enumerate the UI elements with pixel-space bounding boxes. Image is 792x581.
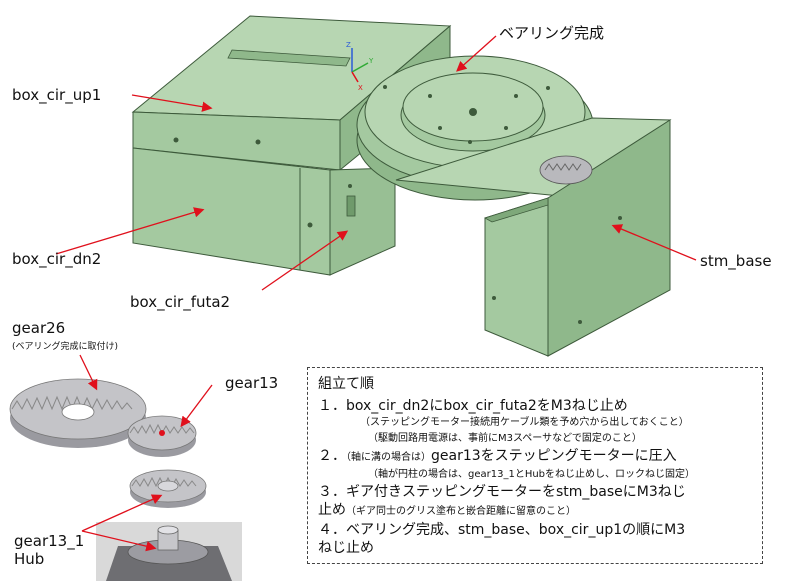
stm-base-part — [395, 117, 672, 357]
assembly-steps-box: 組立て順 １．box_cir_dn2にbox_cir_futa2をM3ねじ止め … — [307, 367, 763, 564]
step-1-note-2: （駆動回路用電源は、事前にM3スペーサなどで固定のこと） — [368, 433, 642, 444]
box-cir-up1-label: box_cir_up1 — [12, 86, 102, 104]
hub-label: Hub — [14, 550, 45, 568]
step-3-cont-text: 止め — [318, 502, 346, 518]
box-cir-dn2-label: box_cir_dn2 — [12, 250, 102, 268]
callout-arrows — [55, 35, 697, 552]
step-2-prefix: ２． — [318, 448, 346, 464]
step-2: ２．（軸に溝の場合は）gear13をステッピングモーターに圧入 — [314, 447, 756, 467]
step-3-note: （ギア同士のグリス塗布と嵌合距離に留意のこと） — [346, 506, 576, 517]
step-3: ３．ギア付きステッピングモーターをstm_baseにM3ねじ — [318, 484, 686, 500]
gear13-1-part — [129, 469, 207, 508]
axis-x-label: X — [358, 84, 363, 92]
gear26-note: (ベアリング完成に取付け) — [12, 342, 119, 352]
step-1-note-1: （ステッピングモーター接続用ケーブル類を予め穴から出しておくこと） — [360, 417, 689, 428]
gear13-label: gear13 — [225, 374, 279, 392]
step-2-main: gear13をステッピングモーターに圧入 — [431, 448, 677, 464]
gear26-part — [9, 378, 147, 448]
gear13-1-label: gear13_1 — [14, 532, 85, 550]
bearing-label: ベアリング完成 — [499, 24, 605, 42]
gear13-part — [127, 415, 197, 457]
axis-triad: Z Y X — [346, 41, 374, 92]
gear26-label: gear26 — [12, 319, 66, 337]
axis-y-label: Y — [368, 57, 374, 65]
step-1: １．box_cir_dn2にbox_cir_futa2をM3ねじ止め — [318, 398, 628, 414]
axis-z-label: Z — [346, 41, 351, 49]
step-2-note: （軸が円柱の場合は、gear13_1とHubをねじ止めし、ロックねじ固定） — [368, 469, 696, 480]
step-2-inline-note: （軸に溝の場合は） — [346, 452, 431, 463]
step-4: ４．ベアリング完成、stm_base、box_cir_up1の順にM3 — [318, 522, 686, 538]
box-cir-futa2-label: box_cir_futa2 — [130, 293, 231, 311]
step-3-cont: 止め（ギア同士のグリス塗布と嵌合距離に留意のこと） — [314, 501, 756, 521]
box-cir-dn2-part — [132, 147, 331, 276]
box-cir-futa2-part — [329, 167, 396, 276]
stm-base-label: stm_base — [700, 252, 772, 270]
hub-photo — [96, 522, 242, 581]
steps-title: 組立て順 — [318, 376, 374, 392]
step-4-cont: ねじ止め — [318, 540, 374, 556]
